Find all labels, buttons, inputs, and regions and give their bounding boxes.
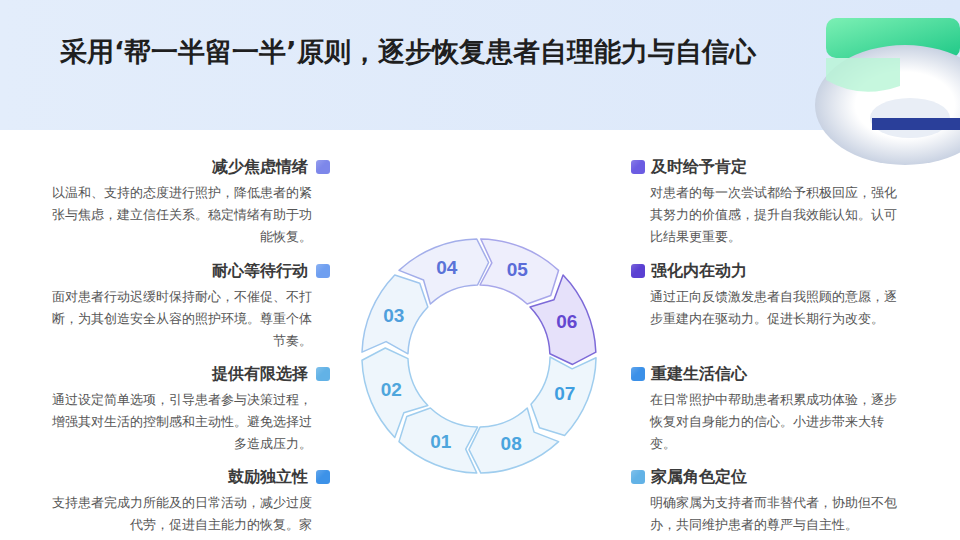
segment-outline [480, 239, 559, 304]
arrow-segment: 05 [478, 237, 561, 306]
bullet-square [631, 367, 645, 381]
segment-outline [530, 275, 596, 364]
segment-outline [531, 357, 596, 436]
bullet-square [316, 160, 330, 174]
item-description: 通过设定简单选项，引导患者参与决策过程，增强其对生活的控制感和主动性。避免选择过… [50, 389, 312, 455]
segment-outline [362, 275, 428, 354]
header-decoration [815, 18, 960, 165]
item-heading: 鼓励独立性 [228, 467, 308, 487]
bullet-square [316, 470, 330, 484]
step-number: 07 [554, 383, 575, 405]
item-description: 在日常照护中帮助患者积累成功体验，逐步恢复对自身能力的信心。小进步带来大转变。 [650, 389, 900, 455]
segment-outline [399, 239, 489, 304]
item-heading: 提供有限选择 [212, 364, 308, 384]
step-number: 08 [501, 433, 522, 455]
step-number: 04 [436, 257, 457, 279]
arrow-segment: 01 [397, 406, 480, 475]
item-heading: 及时给予肯定 [651, 157, 747, 177]
step-number: 05 [507, 259, 528, 281]
item-description: 面对患者行动迟缓时保持耐心，不催促、不打断，为其创造安全从容的照护环境。尊重个体… [50, 286, 312, 352]
segment-outline [399, 408, 478, 473]
item-description: 对患者的每一次尝试都给予积极回应，强化其努力的价值感，提升自我效能认知。认可比结… [650, 182, 900, 248]
item-description: 支持患者完成力所能及的日常活动，减少过度代劳，促进自主能力的恢复。家 [50, 492, 312, 536]
arrow-segment: 08 [467, 406, 561, 475]
arrow-segment: 03 [360, 273, 430, 356]
step-number: 06 [556, 311, 577, 333]
slide-title: 采用‘帮一半留一半’原则，逐步恢复患者自理能力与自信心 [60, 34, 756, 70]
arrow-segment: 02 [360, 346, 430, 439]
item-heading: 耐心等待行动 [212, 261, 308, 281]
arrow-segment: 04 [397, 237, 491, 306]
bullet-square [316, 367, 330, 381]
segment-outline [469, 408, 559, 473]
item-description: 明确家属为支持者而非替代者，协助但不包办，共同维护患者的尊严与自主性。 [650, 492, 900, 536]
item-heading: 家属角色定位 [651, 467, 747, 487]
step-number: 02 [381, 379, 402, 401]
item-description: 通过正向反馈激发患者自我照顾的意愿，逐步重建内在驱动力。促进长期行为改变。 [650, 286, 900, 330]
arrow-segment: 06 [528, 273, 598, 366]
arrow-segment: 07 [529, 355, 598, 438]
item-description: 以温和、支持的态度进行照护，降低患者的紧张与焦虑，建立信任关系。稳定情绪有助于功… [50, 182, 312, 248]
step-number: 01 [430, 431, 451, 453]
bullet-square [631, 264, 645, 278]
item-heading: 强化内在动力 [651, 261, 747, 281]
item-heading: 重建生活信心 [651, 364, 747, 384]
segment-outline [362, 348, 428, 437]
bullet-square [631, 160, 645, 174]
bullet-square [631, 470, 645, 484]
bullet-square [316, 264, 330, 278]
item-heading: 减少焦虑情绪 [212, 157, 308, 177]
step-number: 03 [383, 305, 404, 327]
